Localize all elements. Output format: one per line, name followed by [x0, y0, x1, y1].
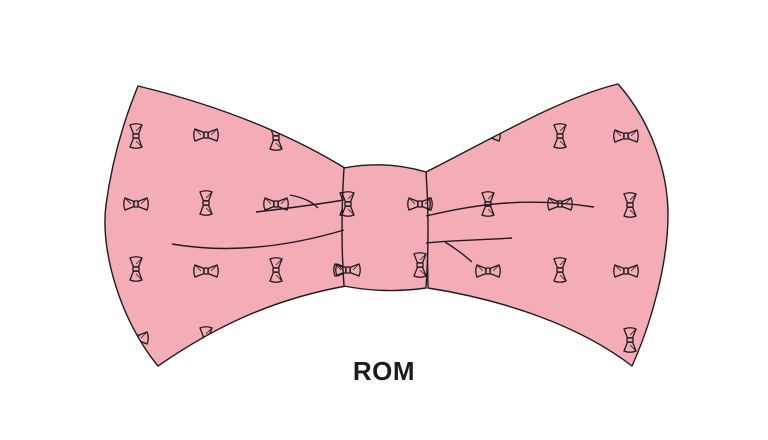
- pattern-bow-icon: [263, 333, 289, 347]
- pattern-bow-icon: [547, 333, 573, 347]
- center-knot: [341, 164, 429, 292]
- product-name-label: ROM: [352, 356, 416, 386]
- left-wing: [104, 85, 349, 367]
- right-wing: [425, 83, 669, 368]
- fabric-fold-lines: [171, 194, 595, 263]
- pattern-bow-icon: [482, 326, 494, 351]
